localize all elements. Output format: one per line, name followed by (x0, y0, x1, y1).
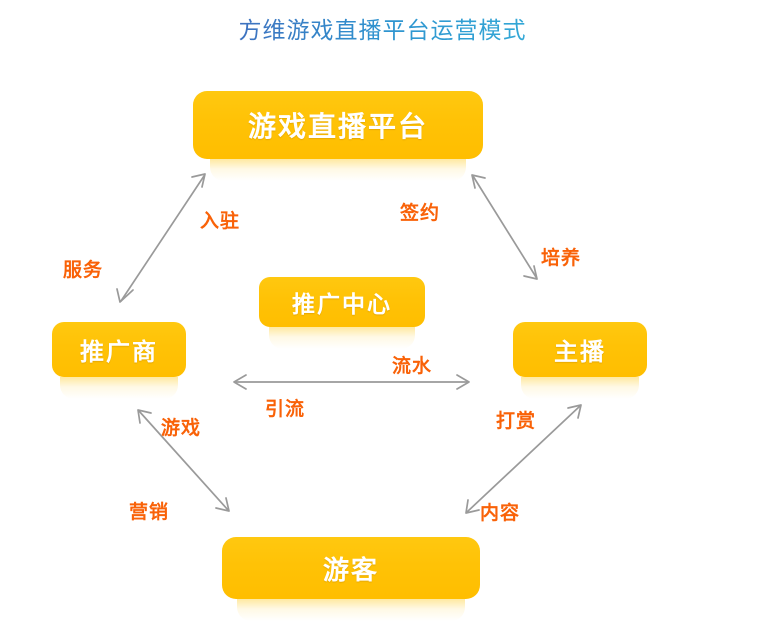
arrow-promoter-platform (116, 173, 206, 303)
node-game-live-platform[interactable]: 游戏直播平台 (193, 91, 483, 181)
edge-label-liushui: 流水 (392, 356, 433, 377)
edge-label-youxi: 游戏 (161, 418, 202, 439)
node-anchor[interactable]: 主播 (513, 322, 647, 399)
edge-label-fuwu: 服务 (63, 260, 104, 281)
edge-label-ruzhu: 入驻 (200, 211, 241, 232)
edge-label-peiyang: 培养 (541, 248, 582, 269)
arrow-promoter-anchor (233, 374, 470, 390)
page-title: 方维游戏直播平台运营模式 (0, 11, 765, 45)
edge-label-neirong: 内容 (480, 503, 521, 524)
edge-label-qianyue: 签约 (400, 203, 441, 224)
edge-label-dashang: 打赏 (496, 411, 537, 432)
edge-label-yingxiao: 营销 (129, 502, 170, 523)
node-visitor[interactable]: 游客 (222, 537, 480, 621)
arrow-platform-anchor (471, 174, 538, 280)
edge-label-yinliu: 引流 (265, 399, 306, 420)
node-promotion-center[interactable]: 推广中心 (259, 277, 425, 349)
node-promoter[interactable]: 推广商 (52, 322, 186, 399)
